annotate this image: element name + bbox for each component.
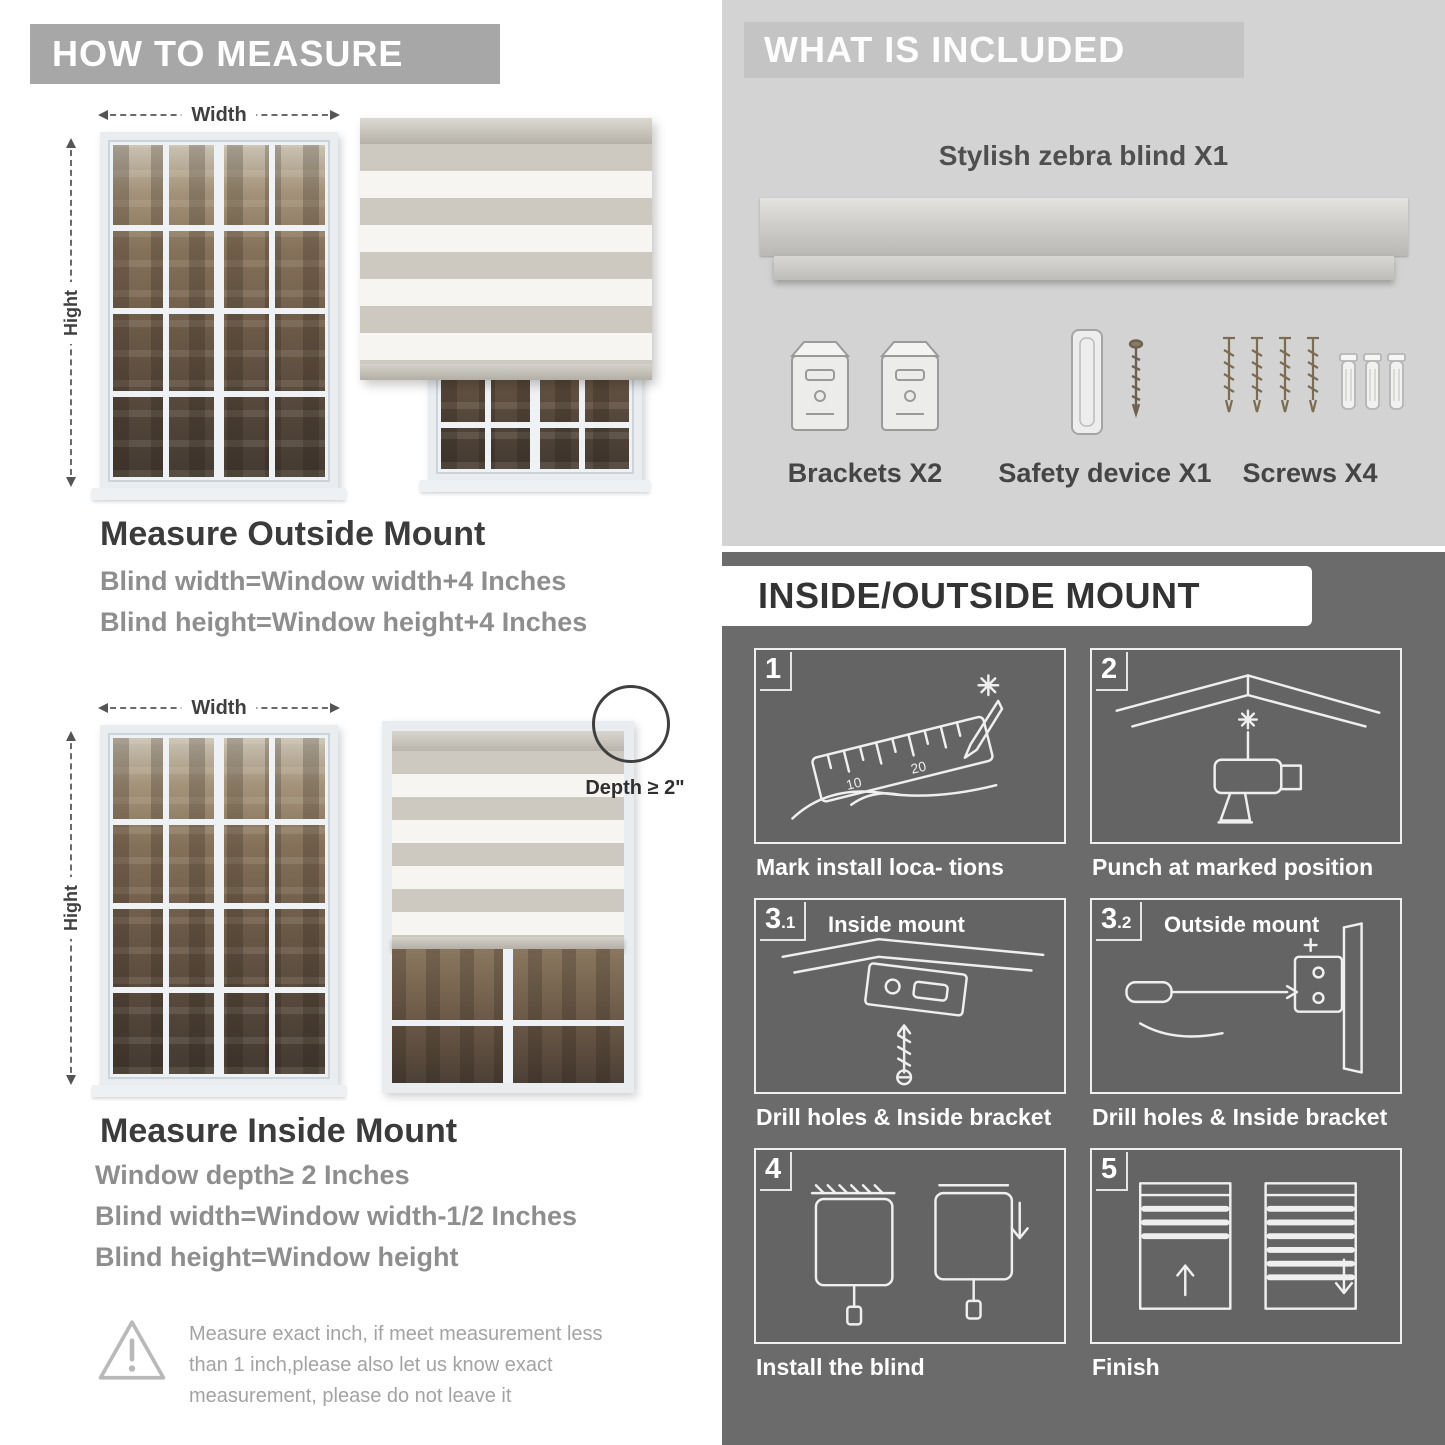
step-label: Inside mount bbox=[828, 912, 965, 937]
step-caption: Drill holes & Inside bracket bbox=[756, 1104, 1052, 1130]
warning-triangle-icon bbox=[98, 1320, 166, 1380]
screws-icon bbox=[1223, 336, 1406, 413]
step-caption: Punch at marked position bbox=[1092, 854, 1374, 880]
inside-bracket-illustration bbox=[781, 937, 1045, 1086]
zebra-blind-label: Stylish zebra blind X1 bbox=[938, 140, 1229, 171]
step-panel-3-2: 3.2 Outside mount bbox=[1090, 898, 1402, 1094]
step-caption: Drill holes & Inside bracket bbox=[1092, 1104, 1388, 1130]
outside-height-formula: Blind height=Window height+4 Inches bbox=[100, 607, 588, 637]
cassette-bottom-bar bbox=[774, 256, 1394, 280]
inside-mount-heading: Measure Inside Mount bbox=[100, 1112, 458, 1150]
what-is-included-banner: WHAT IS INCLUDED bbox=[744, 22, 1244, 78]
safety-device-icon bbox=[1071, 329, 1144, 435]
blind-bottomrail bbox=[392, 937, 624, 949]
brackets-icon bbox=[789, 341, 941, 431]
step-label: Outside mount bbox=[1164, 912, 1320, 937]
what-is-included-title: WHAT IS INCLUDED bbox=[764, 29, 1126, 70]
step-number: 3.2 bbox=[1096, 902, 1143, 941]
svg-text:20: 20 bbox=[909, 758, 928, 776]
step-number: 4 bbox=[760, 1152, 793, 1191]
blind-bottomrail bbox=[360, 364, 652, 380]
how-to-measure-banner: HOW TO MEASURE bbox=[30, 24, 500, 84]
step-panel-2: 2 bbox=[1090, 648, 1402, 844]
inside-depth-formula: Window depth≥ 2 Inches bbox=[95, 1160, 410, 1190]
svg-text:10: 10 bbox=[845, 775, 864, 793]
outside-mount-figure: Width Hight bbox=[60, 98, 680, 500]
height-label: Hight bbox=[60, 281, 82, 344]
blind-stripes bbox=[360, 144, 652, 364]
width-arrow: Width bbox=[98, 103, 340, 127]
outside-bracket-illustration bbox=[1125, 922, 1363, 1074]
zebra-blind-cassette bbox=[760, 198, 1408, 280]
safety-device-label: Safety device X1 bbox=[998, 458, 1212, 488]
depth-detail-circle bbox=[592, 685, 670, 763]
height-arrow: Hight bbox=[60, 138, 82, 487]
step-number: 3.1 bbox=[760, 902, 807, 941]
zebra-blind-outside bbox=[360, 118, 652, 380]
window-illustration bbox=[92, 132, 346, 500]
window-glass bbox=[392, 949, 624, 1083]
outside-width-formula: Blind width=Window width+4 Inches bbox=[100, 566, 567, 596]
mount-title: INSIDE/OUTSIDE MOUNT bbox=[758, 575, 1201, 616]
step-number: 1 bbox=[760, 652, 793, 691]
measurement-warning: Measure exact inch, if meet measurement … bbox=[95, 1315, 655, 1412]
inside-height-formula: Blind height=Window height bbox=[95, 1242, 459, 1272]
step-panel-5: 5 bbox=[1090, 1148, 1402, 1344]
step-caption: Install the blind bbox=[756, 1354, 925, 1380]
drill-position-illustration bbox=[1115, 674, 1381, 824]
blind-stripes bbox=[392, 751, 624, 937]
step-panel-3-1: 3.1 Inside mount bbox=[754, 898, 1066, 1094]
install-blind-illustration bbox=[810, 1184, 1029, 1326]
step-panel-4: 4 bbox=[754, 1148, 1066, 1344]
window-glass bbox=[113, 738, 325, 1074]
mark-locations-illustration: 10 20 bbox=[791, 674, 1004, 820]
finish-illustration bbox=[1138, 1182, 1357, 1310]
step-caption: Finish bbox=[1092, 1354, 1160, 1380]
width-arrow: Width bbox=[98, 696, 340, 720]
height-label: Hight bbox=[60, 877, 82, 939]
height-arrow: Hight bbox=[60, 731, 82, 1085]
window-with-inside-blind bbox=[382, 721, 634, 1093]
blind-headrail bbox=[360, 118, 652, 144]
what-is-included-section: WHAT IS INCLUDED Stylish zebra blind X1 bbox=[722, 0, 1445, 546]
cassette-top-bar bbox=[760, 198, 1408, 256]
window-illustration bbox=[92, 725, 346, 1097]
depth-badge: Depth ≥ 2" bbox=[585, 777, 685, 799]
step-panel-1: 1 10 20 bbox=[754, 648, 1066, 844]
width-label: Width bbox=[181, 103, 257, 127]
step-number: 2 bbox=[1096, 652, 1129, 691]
outside-mount-heading: Measure Outside Mount bbox=[100, 515, 486, 553]
how-to-measure-title: HOW TO MEASURE bbox=[52, 33, 404, 74]
inside-width-formula: Blind width=Window width-1/2 Inches bbox=[95, 1201, 578, 1231]
screws-label: Screws X4 bbox=[1242, 458, 1378, 488]
mount-instructions-section: INSIDE/OUTSIDE MOUNT 1 10 20 bbox=[722, 552, 1445, 1445]
warning-text: Measure exact inch, if meet measurement … bbox=[189, 1323, 603, 1407]
step-caption: Mark install loca- tions bbox=[756, 854, 1004, 880]
brackets-label: Brackets X2 bbox=[787, 458, 943, 488]
step-number: 5 bbox=[1096, 1152, 1129, 1191]
window-glass bbox=[113, 145, 325, 477]
width-label: Width bbox=[181, 696, 257, 720]
blind-headrail bbox=[392, 731, 624, 751]
mount-banner: INSIDE/OUTSIDE MOUNT bbox=[722, 566, 1312, 626]
inside-mount-figure: Width Hight Depth ≥ 2" bbox=[60, 685, 710, 1111]
